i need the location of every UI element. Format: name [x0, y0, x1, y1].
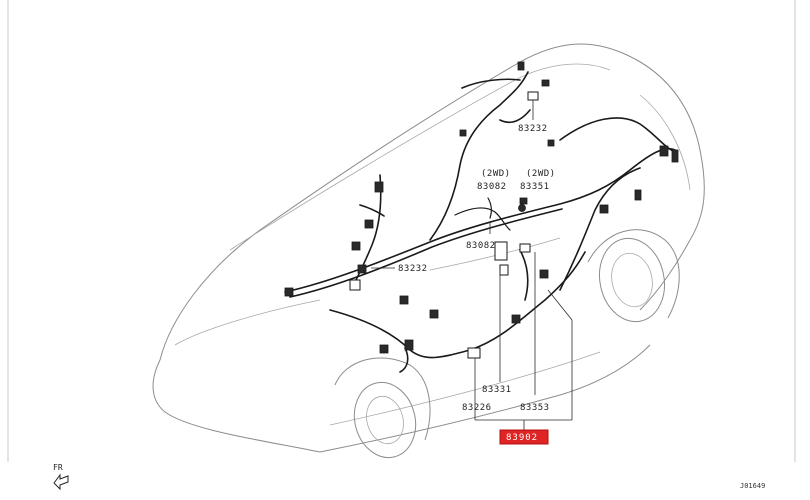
part-label-center-b: 83351 [520, 182, 550, 192]
harness-connectors [284, 61, 679, 359]
part-label-2wd-a: (2WD) [481, 169, 511, 179]
part-label-bottom-a: 83331 [482, 385, 512, 395]
front-arrow-icon [53, 473, 69, 491]
part-label-top: 83232 [518, 124, 548, 134]
car-body-outline [152, 43, 705, 459]
direction-label: FR [53, 463, 63, 472]
part-label-center-a: 83082 [477, 182, 507, 192]
part-label-bottom-c: 83353 [520, 403, 550, 413]
direction-indicator: FR [53, 463, 69, 491]
part-label-2wd-b: (2WD) [526, 169, 556, 179]
highlighted-part-badge[interactable]: 83902 [499, 429, 549, 445]
part-label-left: 83232 [398, 264, 428, 274]
leader-lines [371, 100, 573, 430]
page-frame [7, 0, 796, 462]
main-harness [284, 71, 676, 373]
part-label-mid: 83082 [466, 241, 496, 251]
figure-code: J01649 [740, 482, 765, 490]
part-label-bottom-b: 83226 [462, 403, 492, 413]
highlighted-part-label: 83902 [506, 433, 538, 443]
part-labels: 83232 (2WD) 83082 (2WD) 83351 83082 8323… [398, 124, 556, 413]
